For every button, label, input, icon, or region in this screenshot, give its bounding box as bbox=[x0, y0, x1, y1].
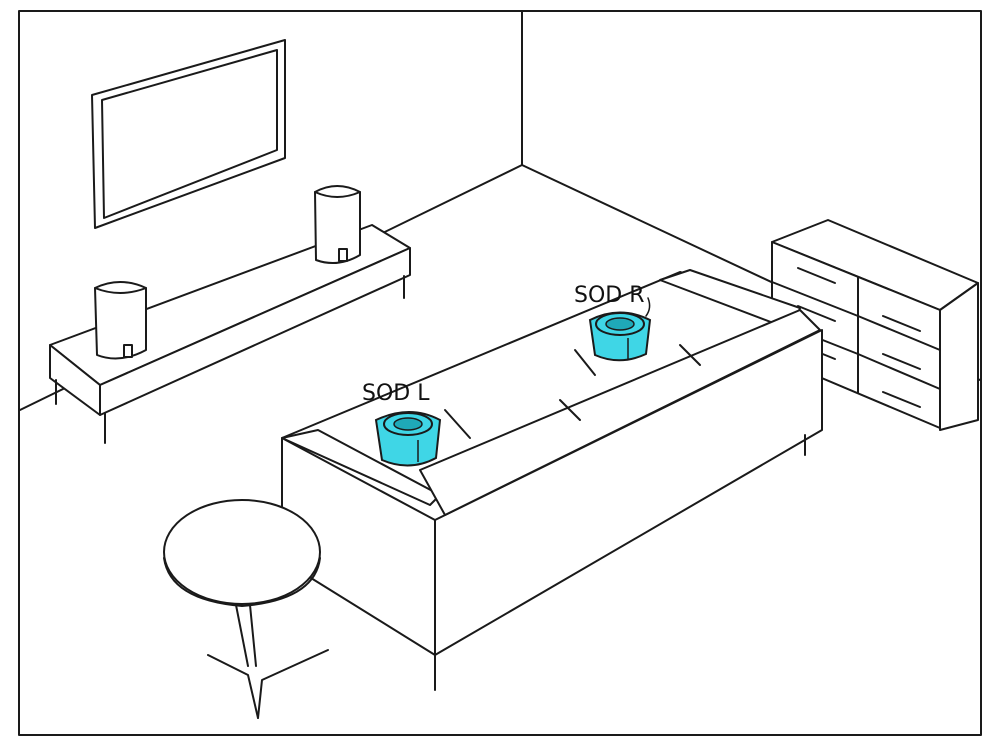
tv-icon bbox=[91, 39, 286, 229]
label-sod-right: SOD R bbox=[574, 283, 645, 308]
sofa-icon bbox=[281, 269, 823, 691]
diagram-border bbox=[18, 10, 982, 736]
label-sod-left: SOD L bbox=[362, 381, 430, 406]
side-table-icon bbox=[163, 499, 329, 719]
surround-speaker-icon bbox=[374, 411, 442, 467]
label-leader-right bbox=[645, 297, 651, 317]
front-speaker-right bbox=[314, 185, 361, 265]
surround-speaker-icon bbox=[588, 311, 652, 362]
dresser-icon bbox=[771, 219, 979, 431]
front-speaker-left bbox=[94, 281, 147, 360]
